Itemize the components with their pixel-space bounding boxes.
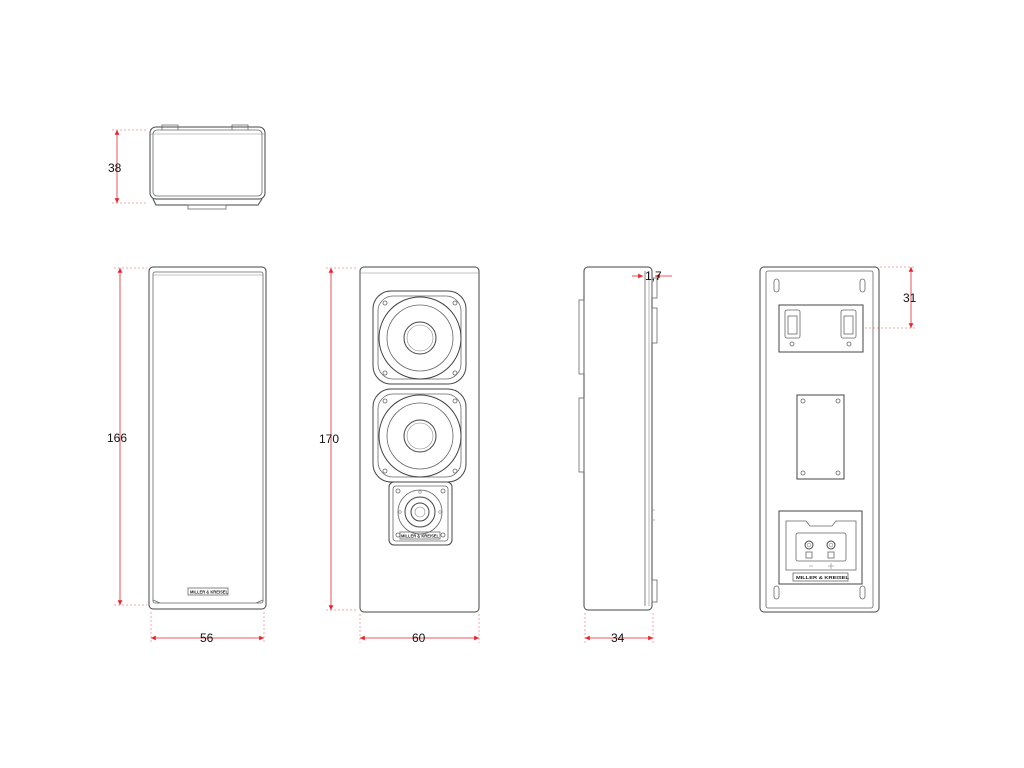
front-height-label: 166 xyxy=(107,431,127,445)
dimension-baffle-height: 170 xyxy=(319,267,358,611)
dimension-grille-width: 56 xyxy=(150,612,265,645)
top-view xyxy=(149,124,266,210)
woofer-upper xyxy=(372,290,467,385)
front-grille-view: MILLER & KREISEL xyxy=(148,266,267,610)
baffle-width-label: 60 xyxy=(412,631,426,645)
side-view xyxy=(578,266,658,611)
dimension-top-height: 38 xyxy=(108,129,148,204)
dimension-side-offset: 1,7 xyxy=(632,269,672,283)
side-offset-label: 1,7 xyxy=(645,269,662,283)
side-depth-label: 34 xyxy=(611,631,625,645)
mounting-plate xyxy=(796,394,845,480)
dimension-baffle-width: 60 xyxy=(359,614,480,645)
baffle-logo: MILLER & KREISEL xyxy=(401,534,439,539)
back-view: MILLER & KREISEL xyxy=(759,266,880,613)
back-bracket-label: 31 xyxy=(903,291,917,305)
dimension-back-bracket: 31 xyxy=(865,266,917,329)
front-baffle-view: MILLER & KREISEL xyxy=(359,266,480,613)
baffle-height-label: 170 xyxy=(319,432,339,446)
terminal-panel: MILLER & KREISEL xyxy=(778,510,863,585)
grille-width-label: 56 xyxy=(200,631,214,645)
dimension-front-height: 166 xyxy=(107,267,147,606)
top-height-label: 38 xyxy=(108,161,122,175)
tweeter xyxy=(388,481,453,546)
woofer-lower xyxy=(372,388,467,483)
grille-logo: MILLER & KREISEL xyxy=(190,590,228,595)
wall-bracket xyxy=(778,304,864,353)
back-logo: MILLER & KREISEL xyxy=(796,575,849,580)
dimension-side-depth: 34 xyxy=(584,613,654,645)
